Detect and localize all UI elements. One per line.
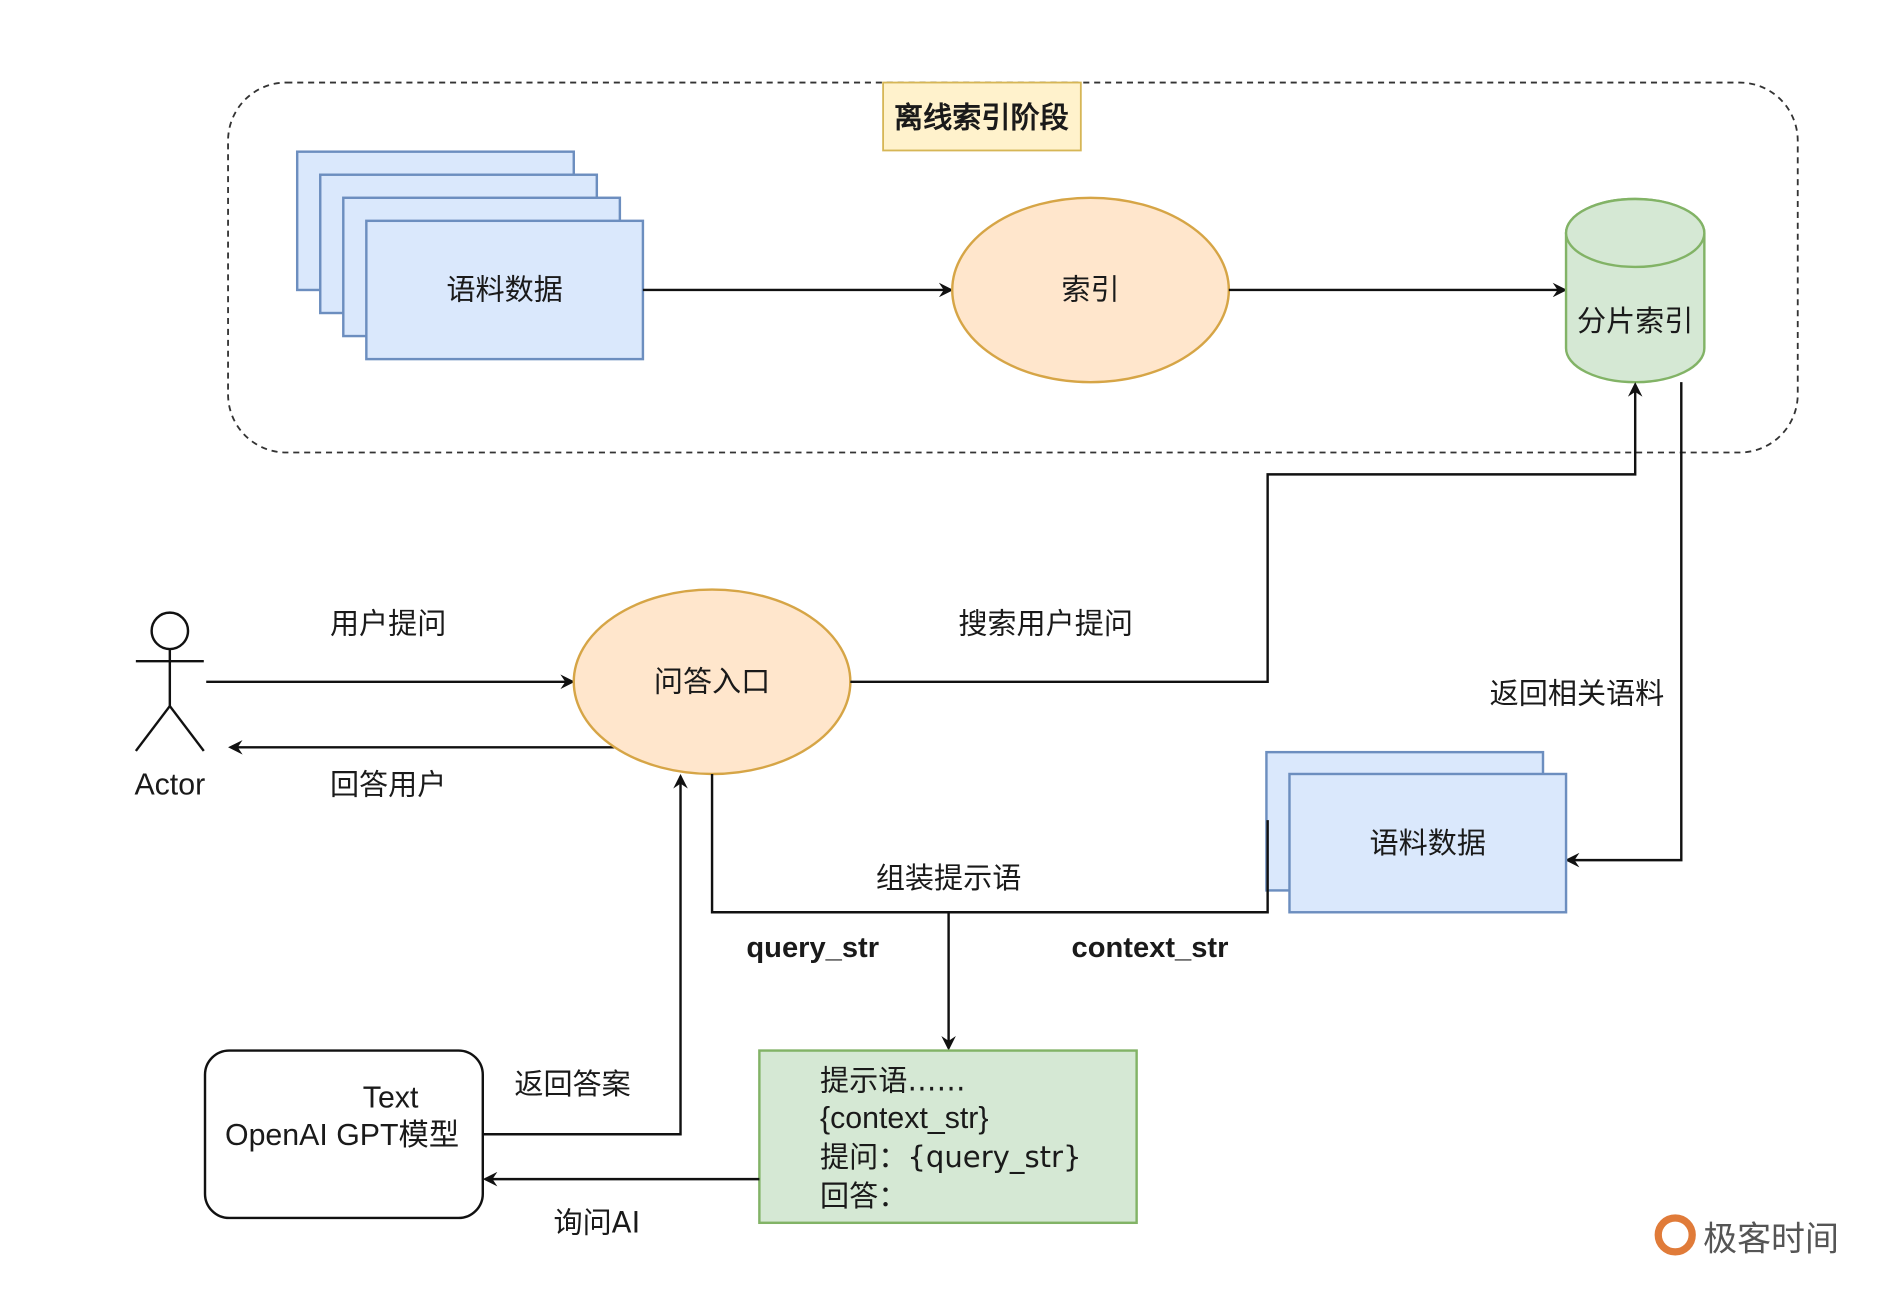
user-question-label: 用户提问 bbox=[330, 606, 446, 640]
assemble-prompt-label: 组装提示语 bbox=[876, 861, 1022, 895]
shard-index-label: 分片索引 bbox=[1577, 304, 1693, 338]
edge-return-corpus bbox=[1564, 382, 1683, 868]
prompt-line-4: 回答： bbox=[820, 1179, 907, 1213]
watermark-text: 极客时间 bbox=[1703, 1220, 1839, 1260]
corpus-data-mid-label: 语料数据 bbox=[1370, 826, 1486, 860]
index-label: 索引 bbox=[1061, 273, 1119, 307]
group-title-note: 离线索引阶段 bbox=[882, 81, 1082, 152]
corpus-data-label: 语料数据 bbox=[446, 273, 562, 307]
return-corpus-label: 返回相关语料 bbox=[1490, 677, 1665, 711]
actor[interactable]: Actor bbox=[134, 611, 205, 802]
prompt-line-2: {context_str} bbox=[820, 1102, 989, 1135]
prompt-line-1: 提示语…… bbox=[820, 1064, 966, 1098]
query-str-label: query_str bbox=[746, 932, 879, 964]
qa-entry-node[interactable]: 问答入口 bbox=[572, 588, 852, 776]
geektime-logo: 极客时间 bbox=[1654, 1214, 1839, 1260]
actor-label: Actor bbox=[134, 769, 205, 802]
edge-return-answer bbox=[482, 773, 688, 1136]
answer-user-label: 回答用户 bbox=[330, 768, 446, 802]
index-node[interactable]: 索引 bbox=[951, 196, 1231, 384]
corpus-data-stack-top[interactable]: 语料数据 bbox=[295, 150, 645, 361]
search-question-label: 搜索用户提问 bbox=[958, 606, 1133, 640]
edge-search-question bbox=[850, 382, 1643, 683]
qa-entry-label: 问答入口 bbox=[654, 664, 770, 698]
gpt-label-line1: Text bbox=[363, 1082, 419, 1115]
return-answer-label: 返回答案 bbox=[514, 1067, 630, 1101]
corpus-data-stack-mid[interactable]: 语料数据 bbox=[1265, 750, 1568, 914]
context-str-label: context_str bbox=[1072, 932, 1229, 964]
geektime-logo-icon bbox=[1654, 1214, 1696, 1256]
edge-query-str bbox=[710, 773, 1269, 914]
ask-ai-label: 询问AI bbox=[553, 1206, 640, 1240]
openai-gpt-model[interactable]: Text OpenAI GPT模型 bbox=[203, 1049, 485, 1220]
group-title: 离线索引阶段 bbox=[894, 100, 1069, 134]
prompt-line-3: 提问：{query_str} bbox=[820, 1140, 1082, 1174]
shard-index-database[interactable]: 分片索引 bbox=[1564, 197, 1706, 384]
prompt-template-box[interactable]: 提示语…… {context_str} 提问：{query_str} 回答： bbox=[758, 1049, 1138, 1225]
gpt-label-line2: OpenAI GPT模型 bbox=[225, 1118, 459, 1152]
